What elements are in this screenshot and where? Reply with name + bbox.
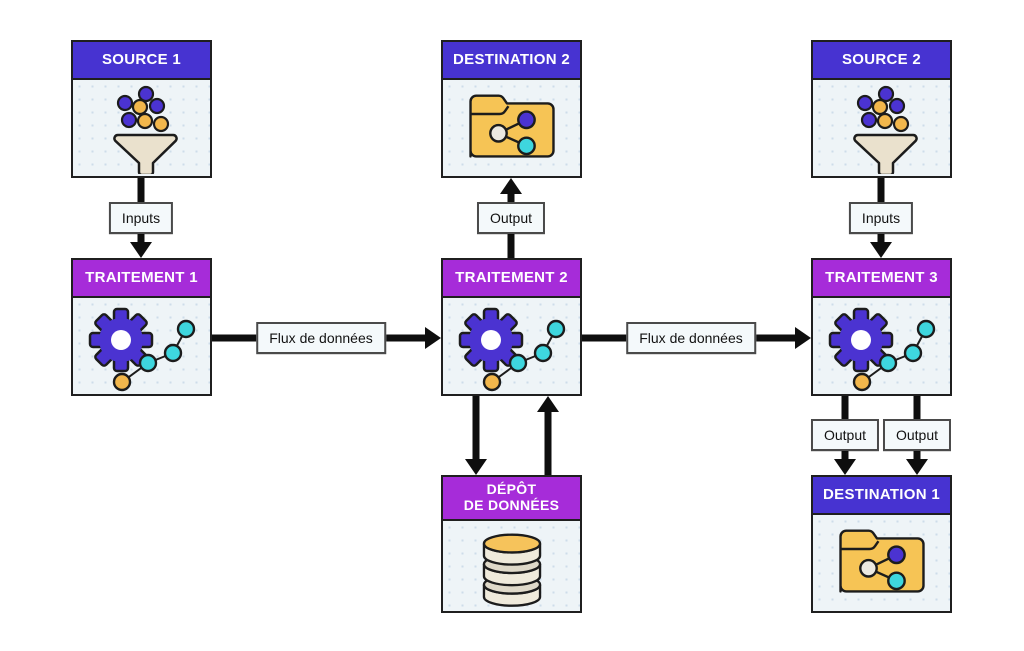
node-source-1: SOURCE 1 <box>71 40 212 178</box>
node-source-1-title: SOURCE 1 <box>73 42 210 80</box>
edge-label-flux-right: Flux de données <box>626 322 756 354</box>
node-traitement-3: TRAITEMENT 3 <box>811 258 952 396</box>
gear-chart-icon <box>88 307 196 392</box>
node-depot-de-donnees: DÉPÔT DE DONNÉES <box>441 475 582 613</box>
node-traitement-2: TRAITEMENT 2 <box>441 258 582 396</box>
node-destination-2: DESTINATION 2 <box>441 40 582 178</box>
node-traitement-1: TRAITEMENT 1 <box>71 258 212 396</box>
node-traitement-1-title: TRAITEMENT 1 <box>73 260 210 298</box>
node-destination-1: DESTINATION 1 <box>811 475 952 613</box>
folder-share-icon <box>468 94 555 158</box>
folder-share-icon <box>838 529 925 593</box>
edge-label-output-bottom-left: Output <box>810 419 880 451</box>
edge-label-inputs-right: Inputs <box>848 202 914 234</box>
node-source-2: SOURCE 2 <box>811 40 952 178</box>
funnel-icon <box>112 85 178 174</box>
database-icon <box>482 533 541 607</box>
edge-label-output-bottom-right: Output <box>882 419 952 451</box>
edge-label-inputs-left: Inputs <box>108 202 174 234</box>
edge-label-flux-left: Flux de données <box>256 322 386 354</box>
gear-chart-icon <box>458 307 566 392</box>
node-traitement-3-title: TRAITEMENT 3 <box>813 260 950 298</box>
gear-chart-icon <box>828 307 936 392</box>
funnel-icon <box>852 85 918 174</box>
node-depot-title: DÉPÔT DE DONNÉES <box>443 477 580 521</box>
node-source-2-title: SOURCE 2 <box>813 42 950 80</box>
node-destination-1-title: DESTINATION 1 <box>813 477 950 515</box>
node-destination-2-title: DESTINATION 2 <box>443 42 580 80</box>
node-traitement-2-title: TRAITEMENT 2 <box>443 260 580 298</box>
edge-label-output-top: Output <box>476 202 546 234</box>
